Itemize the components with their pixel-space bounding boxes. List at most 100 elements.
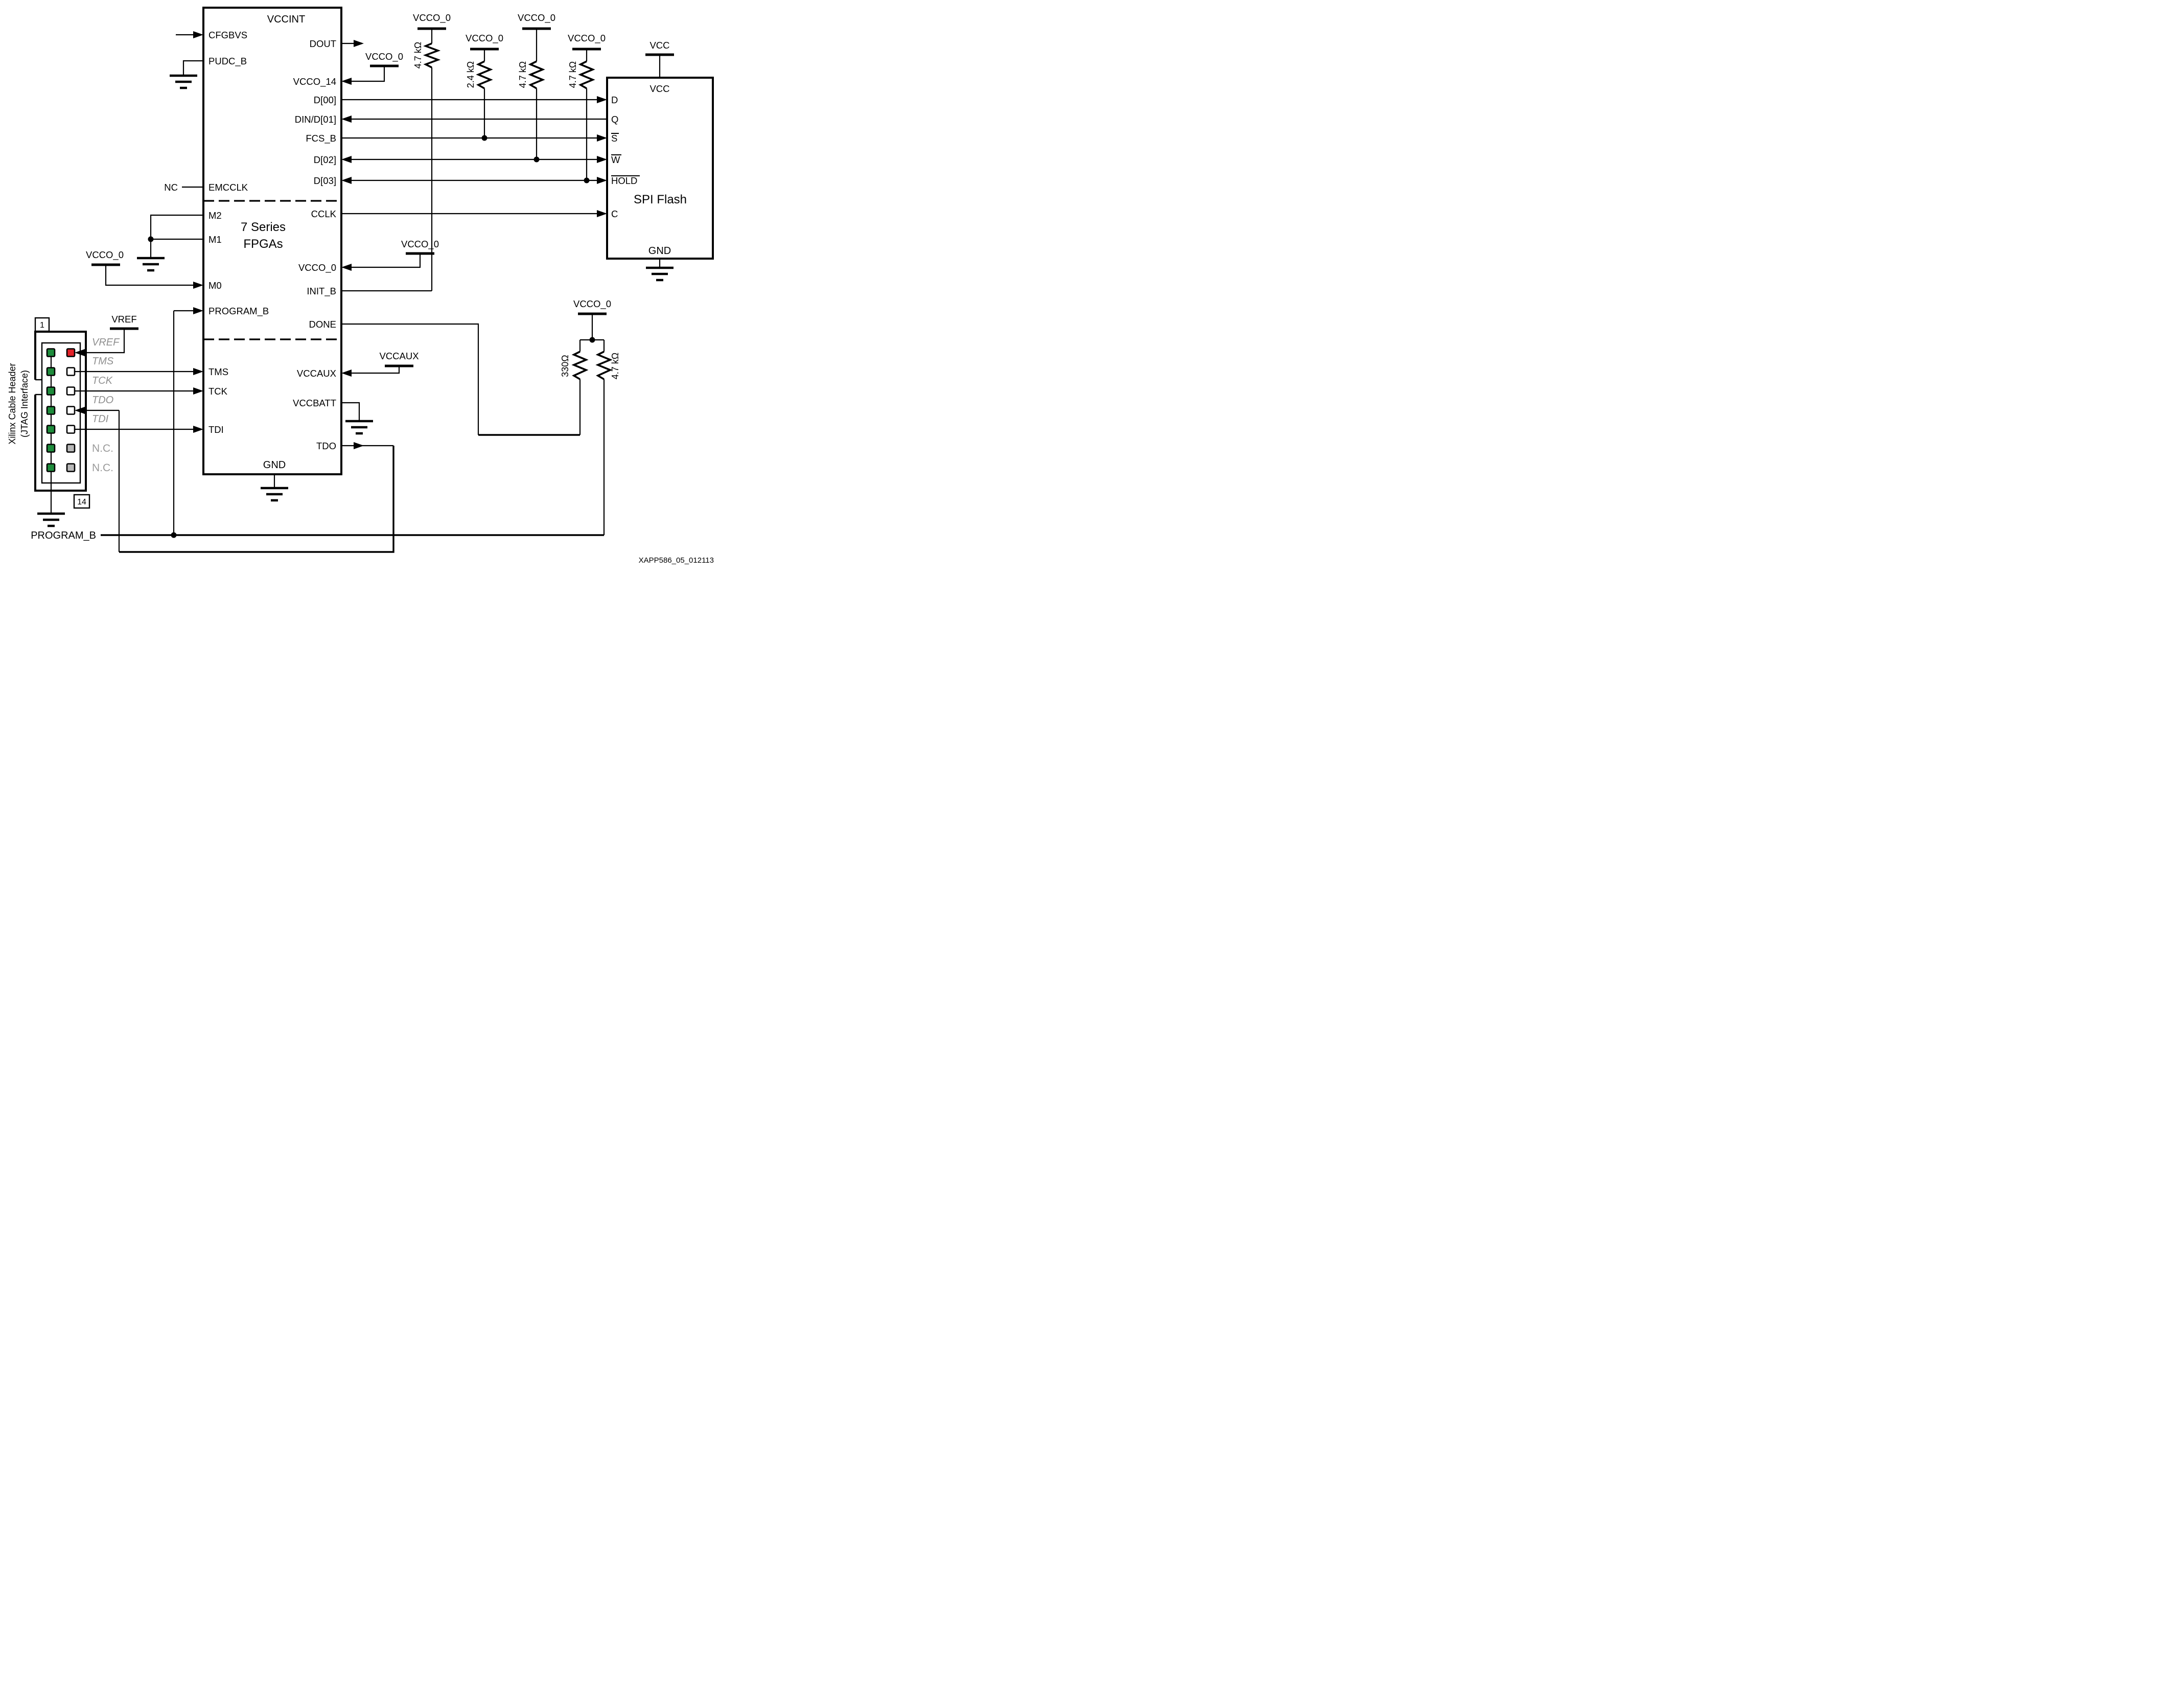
- jtag-title-line2: (JTAG Interface): [19, 370, 30, 437]
- d02-net: [341, 156, 607, 163]
- fpga-pin-vccaux: VCCAUX: [297, 368, 336, 379]
- jtag-pin-gnd-2: [46, 367, 56, 376]
- programb-net-label: PROGRAM_B: [31, 530, 96, 541]
- r1-value: 4.7 kΩ: [413, 42, 423, 68]
- nc-label: NC: [164, 182, 178, 193]
- schematic-page: VCCINT 7 Series FPGAs GND CFGBVS PUDC_B …: [0, 0, 720, 569]
- tck-wire: [75, 387, 203, 395]
- vcco14-net: VCCO_0: [341, 51, 403, 85]
- fpga-pin-m2: M2: [208, 210, 222, 221]
- vcco0-r1-label: VCCO_0: [413, 12, 451, 24]
- din-d01-net: [341, 116, 607, 123]
- vcco0-pin-arrow: [341, 264, 352, 271]
- resistor-r4-d03-pullup: VCCO_0 4.7 kΩ: [568, 33, 606, 180]
- fpga-pin-dout: DOUT: [310, 38, 336, 49]
- jtag-pin-gnd-5: [46, 425, 56, 434]
- spi-pin-w: W: [611, 154, 620, 165]
- spi-flash-outline: [606, 77, 714, 260]
- vcco0-r4-label: VCCO_0: [568, 33, 606, 44]
- fpga-pin-d02: D[02]: [314, 154, 336, 165]
- dout-net: [341, 40, 364, 47]
- spi-flash-block: VCC D Q S W HOLD C SPI Flash GND VCC: [606, 40, 714, 282]
- jtag-pin1-number: 1: [40, 321, 44, 330]
- r3-body: [528, 60, 545, 89]
- m1-m2-junction-dot: [148, 236, 154, 242]
- r6-body: [595, 351, 613, 380]
- fpga-pin-tdo: TDO: [316, 441, 336, 451]
- jtag-signal-tdi: TDI: [92, 413, 109, 425]
- tdi-wire: [75, 426, 203, 433]
- spi-pin-q: Q: [611, 114, 618, 125]
- spi-flash-title: SPI Flash: [634, 193, 687, 206]
- spi-pin-hold: HOLD: [611, 175, 637, 186]
- jtag-signal-vref: VREF: [92, 337, 120, 348]
- jtag-outer-outline: [34, 331, 87, 492]
- cclk-net: [341, 210, 607, 217]
- fpga-block: VCCINT 7 Series FPGAs GND CFGBVS PUDC_B …: [202, 7, 342, 475]
- jtag-key-notch: [33, 380, 37, 395]
- spi-gnd-label: GND: [648, 245, 671, 257]
- vcco0-mid-net: VCCO_0: [341, 239, 439, 271]
- spi-pin-d: D: [611, 95, 618, 105]
- r4-value: 4.7 kΩ: [568, 61, 578, 88]
- fpga-vccint-label: VCCINT: [267, 14, 305, 25]
- vcco0-mid-label: VCCO_0: [401, 239, 439, 250]
- dout-arrow: [354, 40, 364, 47]
- vref-arrow: [75, 349, 85, 356]
- fpga-gnd-label: GND: [263, 459, 286, 471]
- d03-net: [341, 177, 607, 184]
- vcco14-rail-label: VCCO_0: [365, 51, 403, 62]
- tms-arrow: [193, 368, 203, 375]
- programb-rail: PROGRAM_B: [31, 530, 604, 541]
- doc-id: XAPP586_05_012113: [639, 556, 714, 565]
- d00-arrow: [597, 96, 607, 103]
- r2-value: 2.4 kΩ: [466, 61, 476, 88]
- fpga-pin-done: DONE: [309, 319, 336, 330]
- vcco0-r3-label: VCCO_0: [518, 12, 555, 24]
- fpga-gnd-net: [261, 474, 288, 502]
- fpga-pin-d00: D[00]: [314, 95, 336, 105]
- r3-value: 4.7 kΩ: [518, 61, 528, 88]
- tck-arrow: [193, 387, 203, 395]
- jtag-signal-tdo: TDO: [92, 395, 113, 406]
- fpga-pin-initb: INIT_B: [307, 286, 336, 297]
- r4-body: [578, 60, 595, 89]
- resistor-r3-d02-pullup: VCCO_0 4.7 kΩ: [518, 12, 555, 159]
- r2-body: [476, 60, 493, 89]
- vcco0-left-label: VCCO_0: [86, 249, 124, 261]
- fpga-title-line2: FPGAs: [243, 237, 283, 251]
- spi-vcc-label: VCC: [649, 83, 669, 94]
- fpga-pin-d03: D[03]: [314, 175, 336, 186]
- d02-left-arrow: [341, 156, 352, 163]
- fpga-pin-tms: TMS: [208, 366, 228, 377]
- spi-vcc-rail-label: VCC: [649, 40, 669, 51]
- fcsb-arrow: [597, 134, 607, 142]
- r5-value: 330Ω: [560, 355, 570, 377]
- jtag-pin14-number: 14: [77, 498, 86, 506]
- vref-rail-label: VREF: [111, 314, 136, 325]
- jtag-pin-gnd-1: [46, 348, 56, 357]
- fpga-title-line1: 7 Series: [241, 220, 286, 234]
- r6-value: 4.7 kΩ: [610, 353, 620, 379]
- jtag-pin1-box: [34, 317, 50, 332]
- schematic-canvas: VCCINT 7 Series FPGAs GND CFGBVS PUDC_B …: [7, 7, 714, 565]
- jtag-signal-tms: TMS: [92, 356, 114, 367]
- r1-body: [423, 42, 441, 68]
- d03-left-arrow: [341, 177, 352, 184]
- done-net: [341, 323, 580, 436]
- fpga-pin-programb: PROGRAM_B: [208, 306, 269, 317]
- jtag-pin-tck: [66, 386, 76, 396]
- fpga-outline: [202, 7, 342, 475]
- jtag-pin-vref: [66, 348, 76, 357]
- spi-pin-s: S: [611, 133, 617, 144]
- cfgbvs-arrow: [193, 31, 203, 38]
- jtag-pin-gnd-4: [46, 406, 56, 415]
- vccaux-net: VCCAUX: [341, 351, 419, 377]
- jtag-signal-nc2: N.C.: [92, 462, 113, 474]
- fpga-pin-fcsb: FCS_B: [306, 133, 336, 144]
- jtag-pin-tms: [66, 367, 76, 376]
- pudcb-ground-symbol: [170, 74, 197, 89]
- jtag-pin-gnd-6: [46, 444, 56, 453]
- jtag-pin-gnd-3: [46, 386, 56, 396]
- jtag-title-line1: Xilinx Cable Header: [7, 363, 17, 444]
